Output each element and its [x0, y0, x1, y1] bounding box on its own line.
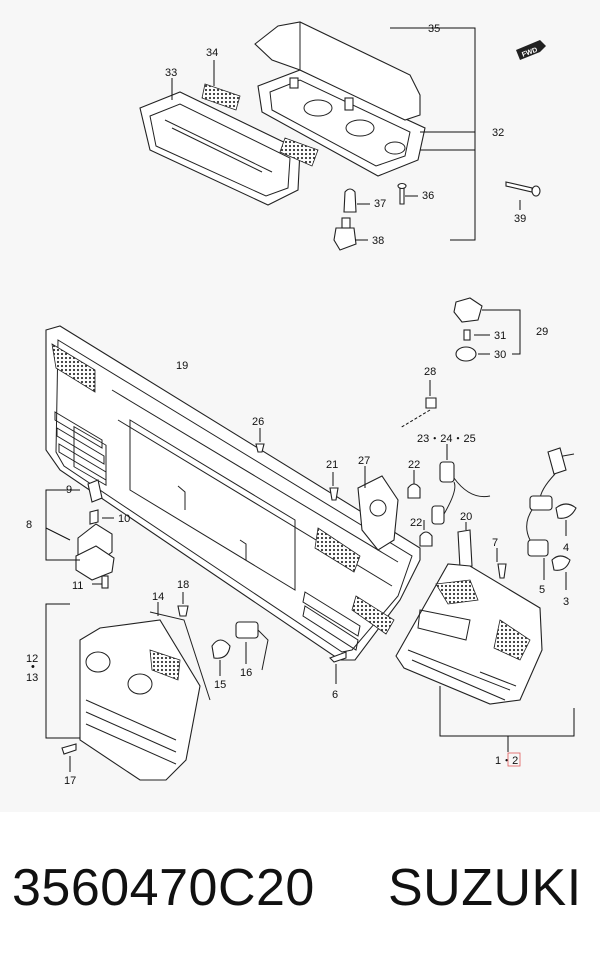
callout-20: 20	[460, 511, 472, 523]
part-37-bulb	[343, 188, 357, 213]
callout-35: 35	[428, 23, 440, 35]
part-35-cover	[254, 21, 421, 121]
callout-27: 27	[358, 455, 370, 467]
part-28-clip	[425, 397, 437, 409]
callout-12-13: 12	[26, 653, 38, 665]
callout-11: 11	[72, 580, 83, 592]
svg-text:•: •	[31, 661, 35, 673]
callout-39: 39	[514, 213, 526, 225]
callout-37: 37	[374, 198, 386, 210]
callout-labels: 35 34 33 32 36 37 38 39 19 28 29 31 30 2…	[26, 23, 569, 787]
callout-5: 5	[539, 584, 545, 596]
part-26-clip	[255, 443, 265, 453]
part-7-screw	[497, 563, 507, 579]
part-22-bulbs	[407, 483, 433, 547]
callout-6: 6	[332, 689, 338, 701]
callout-31: 31	[494, 330, 506, 342]
part-19-grille	[45, 325, 421, 661]
part-15-16-bulb-socket	[211, 621, 269, 671]
part-39-screw	[505, 181, 541, 197]
callout-4: 4	[563, 542, 569, 554]
callout-14: 14	[152, 591, 164, 603]
callout-28: 28	[424, 366, 436, 378]
part-17-screw	[61, 743, 77, 755]
callout-29: 29	[536, 326, 548, 338]
part-34-mesh	[201, 83, 241, 111]
callout-17: 17	[64, 775, 76, 787]
parts-diagram: FWD	[26, 21, 577, 787]
part-6-screw	[329, 651, 347, 663]
fwd-direction-badge: FWD	[516, 40, 546, 60]
callout-18: 18	[177, 579, 189, 591]
callout-9: 9	[66, 484, 72, 496]
part-23-24-25-socket	[431, 461, 491, 525]
callout-16: 16	[240, 667, 252, 679]
top-assembly: FWD	[139, 21, 546, 251]
callout-23-24-25: 23・24・25	[417, 433, 476, 445]
callout-1-2: 1・2	[495, 755, 518, 767]
part-29-fastener	[453, 297, 483, 362]
callout-36: 36	[422, 190, 434, 202]
callout-33: 33	[165, 67, 177, 79]
part-number: 3560470C20	[12, 859, 315, 917]
callout-3: 3	[563, 596, 569, 608]
part-12-13-14-headlamp	[79, 611, 211, 781]
part-8-lamp-assembly	[75, 479, 115, 589]
callout-34: 34	[206, 47, 218, 59]
highlight-box	[507, 752, 521, 767]
callout-15: 15	[214, 679, 226, 691]
part-18-screw	[177, 605, 189, 617]
callout-8: 8	[26, 519, 32, 531]
callout-7: 7	[492, 537, 498, 549]
part-27-bracket	[357, 475, 399, 551]
part-38-socket	[333, 217, 357, 251]
callout-30: 30	[494, 349, 506, 361]
callout-19: 19	[176, 360, 188, 372]
callout-38: 38	[372, 235, 384, 247]
part-1-2-corner-lamp	[395, 563, 543, 705]
callout-22-lower: 22	[410, 517, 422, 529]
callout-22-upper: 22	[408, 459, 420, 471]
part-20-wire	[457, 529, 473, 569]
callout-32: 32	[492, 127, 504, 139]
brand-name: SUZUKI	[388, 859, 582, 917]
caption-area	[0, 812, 600, 975]
part-harness-3-4-5	[526, 447, 577, 571]
part-36-screw	[397, 182, 407, 205]
part-33-lens	[139, 91, 301, 206]
callout-26: 26	[252, 416, 264, 428]
callout-10: 10	[118, 513, 130, 525]
part-21-screw	[329, 487, 339, 501]
callout-21: 21	[326, 459, 338, 471]
svg-text:13: 13	[26, 672, 38, 684]
